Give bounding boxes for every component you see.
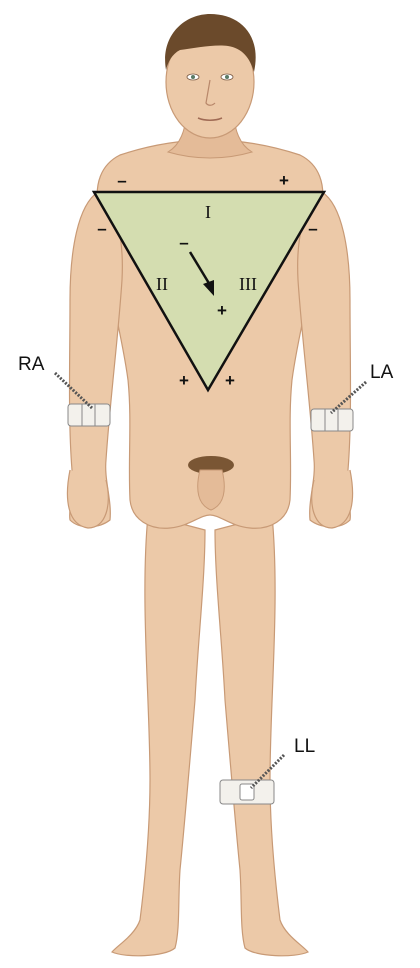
lead-ii-minus-sign: – <box>97 219 106 238</box>
lead-ii-plus-sign: + <box>179 371 189 390</box>
la-label: LA <box>370 362 394 383</box>
lead-iii-plus-sign: + <box>225 371 235 390</box>
ra-wire <box>53 371 94 410</box>
human-body <box>66 14 354 957</box>
axis-arrow-head <box>203 280 214 296</box>
left-leg <box>214 514 309 957</box>
triangle-shape <box>91 190 327 393</box>
lead-iii-minus-sign: – <box>308 219 317 238</box>
left-wrist-cuff <box>310 408 354 432</box>
la-wire <box>330 380 367 415</box>
pubic-hair <box>188 456 234 474</box>
right-leg <box>111 514 206 957</box>
lead-iii-label: III <box>239 274 257 294</box>
lead-i-plus-sign: + <box>279 171 289 190</box>
genitals <box>197 469 225 511</box>
ll-label: LL <box>294 736 315 757</box>
hair <box>165 14 256 72</box>
axis-arrow <box>188 251 212 286</box>
right-wrist-cuff <box>67 403 111 427</box>
ra-label: RA <box>18 354 45 375</box>
axis-plus-sign: + <box>217 301 227 320</box>
mouth <box>197 117 223 121</box>
left-ankle-cuff <box>219 779 275 805</box>
right-hand <box>66 469 109 529</box>
left-hand <box>311 469 354 529</box>
nose <box>205 79 216 106</box>
lead-i-label: I <box>205 202 211 222</box>
lead-i-minus-sign: – <box>117 171 126 190</box>
axis-minus-sign: – <box>179 233 188 252</box>
einthoven-triangle: I II III – + – – + + – + <box>91 171 327 393</box>
lead-ii-label: II <box>156 274 168 294</box>
ll-wire <box>249 753 286 790</box>
lead-wires <box>53 371 367 790</box>
